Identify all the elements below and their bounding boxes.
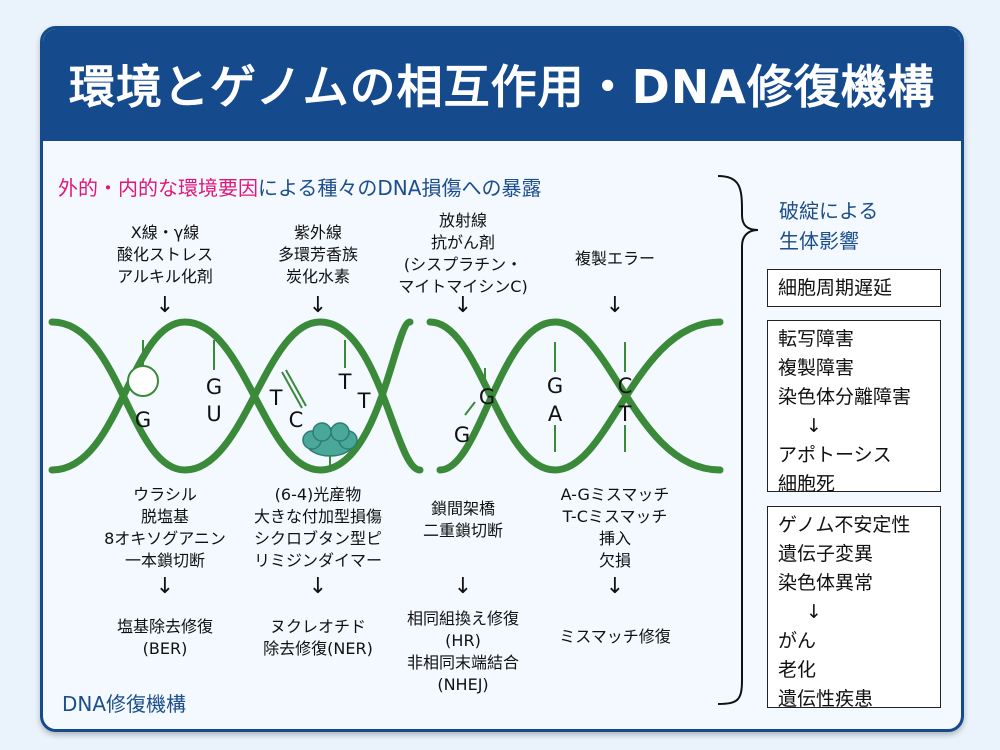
arrow-down-icon: ↓	[155, 293, 175, 318]
repair-ber: 塩基除去修復(BER)	[116, 617, 214, 658]
base-g: G	[453, 423, 471, 447]
repair-mismatch: ミスマッチ修復	[559, 627, 671, 646]
impact-title: 破綻による 生体影響	[779, 199, 879, 253]
base-t: T	[357, 389, 371, 413]
cause-replication-error: 複製エラー	[574, 249, 656, 268]
base-pair-line	[281, 371, 303, 409]
base-g: G	[205, 375, 223, 399]
arrow-down-icon: ↓	[453, 574, 473, 599]
exposure-heading-pink: 外的・内的な環境要因	[58, 176, 258, 200]
repair-mechanism-label: DNA修復機構	[62, 692, 187, 716]
arrow-down-icon: ↓	[308, 293, 328, 318]
arrow-down-icon: ↓	[155, 574, 175, 599]
base-c: C	[288, 408, 304, 432]
base-a: A	[547, 402, 563, 426]
effect-box-cell-death: 転写障害 複製障害 染色体分離障害 ↓ アポトーシス 細胞死	[767, 320, 941, 495]
arrow-down-icon: ↓	[308, 574, 328, 599]
arrow-down-icon: ↓	[806, 601, 822, 623]
exposure-heading-rest: による種々のDNA損傷への暴露	[258, 176, 542, 200]
arrow-down-icon: ↓	[453, 293, 473, 318]
damage-list-ner: (6-4)光産物大きな付加型損傷シクロブタン型ピリミジンダイマー	[253, 485, 383, 570]
cause-drugs: 放射線抗がん剤(シスプラチン・マイトマイシンC)	[398, 211, 528, 296]
base-u: U	[206, 402, 222, 426]
page-title: 環境とゲノムの相互作用・DNA修復機構	[69, 60, 935, 114]
damage-list-breaks: 鎖間架橋二重鎖切断	[422, 499, 504, 540]
base-t: T	[618, 402, 632, 426]
title-bar: 環境とゲノムの相互作用・DNA修復機構	[43, 29, 961, 141]
dna-strand-3	[426, 318, 724, 474]
cause-radiation: X線・γ線酸化ストレスアルキル化剤	[116, 223, 214, 286]
dna-strand-4	[436, 318, 724, 474]
cause-uv: 紫外線多環芳香族炭化水素	[277, 223, 359, 286]
base-pair-line	[464, 401, 476, 416]
base-g: G	[134, 408, 152, 432]
dna-strand-2	[48, 318, 414, 474]
repair-hr-nhej: 相同組換え修復(HR)非相同末端結合(NHEJ)	[406, 609, 520, 694]
arrow-down-icon: ↓	[605, 293, 625, 318]
brace	[717, 175, 759, 705]
base-c: C	[617, 374, 633, 398]
effect-box-genome-instability: ゲノム不安定性 遺伝子変異 染色体異常 ↓ がん 老化 遺伝性疾患	[767, 506, 941, 710]
base-pair-line	[285, 369, 307, 407]
base-t: T	[338, 370, 352, 394]
exposure-heading: 外的・内的な環境要因による種々のDNA損傷への暴露	[58, 172, 541, 201]
abasic-site-circle	[127, 365, 159, 397]
arrow-down-icon: ↓	[806, 415, 822, 437]
base-t: T	[269, 386, 283, 410]
arrow-down-icon: ↓	[605, 574, 625, 599]
base-g: G	[478, 385, 496, 409]
effect-box-cell-cycle: 細胞周期遅延	[767, 269, 941, 307]
repair-ner: ヌクレオチド除去修復(NER)	[263, 617, 373, 658]
base-g: G	[546, 374, 564, 398]
adduct-blob	[302, 422, 358, 457]
